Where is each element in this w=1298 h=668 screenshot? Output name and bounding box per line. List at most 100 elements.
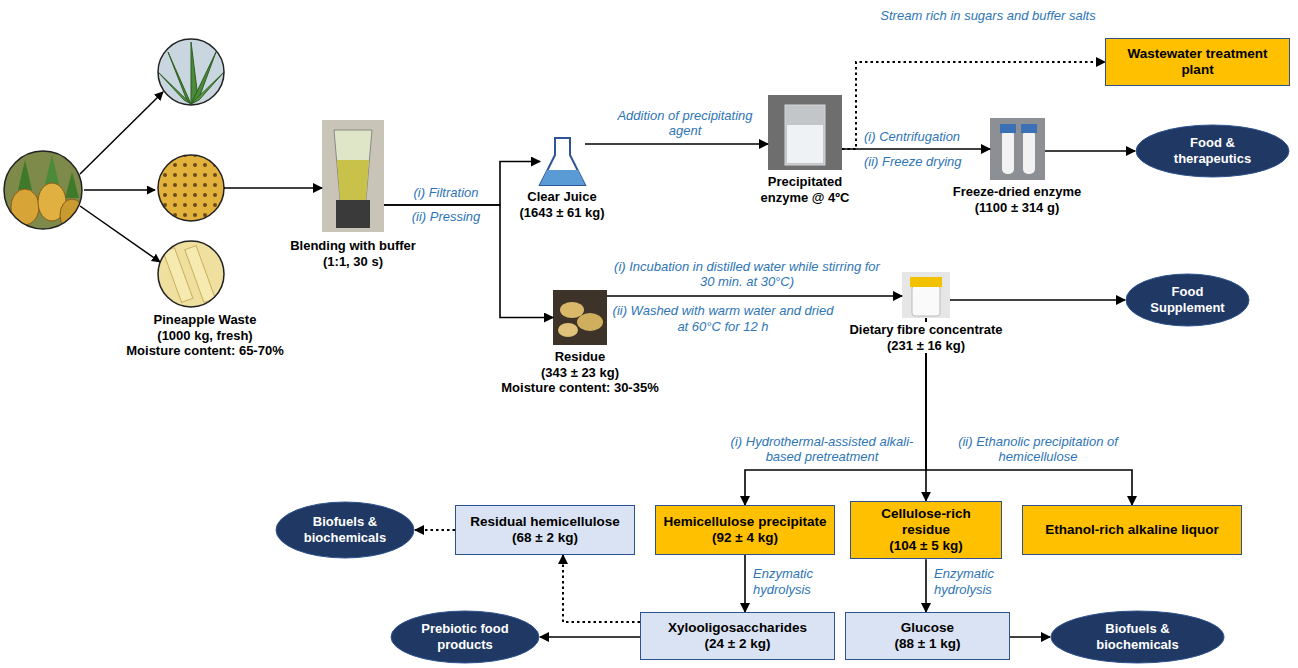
flow-arrow — [585, 143, 768, 145]
flow-arrow — [415, 529, 455, 531]
tubes-photo — [990, 118, 1045, 180]
flow-arrow — [1010, 636, 1050, 638]
caption-block: Residue(343 ± 23 kg)Moisture content: 30… — [487, 349, 673, 396]
node-text: Hemicellulose precipitate — [664, 514, 827, 530]
flow-arrow — [224, 187, 322, 189]
process-box: Hemicellulose precipitate(92 ± 4 kg) — [655, 505, 835, 555]
node-text: Prebiotic food products — [411, 621, 519, 652]
flow-arrow — [925, 559, 927, 612]
flow-arrow — [744, 555, 746, 612]
step-label: (ii) Washed with warm water and dried at… — [612, 303, 834, 334]
product-ellipse: Biofuels & biochemicals — [275, 501, 415, 559]
caption-block: Precipitated enzyme @ 4ºC — [749, 174, 861, 205]
text-block: Ethanol-rich alkaline liquor — [1023, 506, 1241, 554]
photo-node: Residue(343 ± 23 kg)Moisture content: 30… — [553, 290, 607, 345]
caption-text: (1643 ± 61 kg) — [506, 205, 618, 221]
node-text: (92 ± 4 kg) — [712, 530, 778, 546]
caption-text: (1000 kg, fresh) — [110, 328, 300, 344]
caption-block: Dietary fibre concentrate(231 ± 16 kg) — [833, 322, 1019, 353]
product-ellipse: Food & therapeutics — [1135, 124, 1290, 178]
flow-arrow — [607, 295, 902, 297]
text-block: Food & therapeutics — [1157, 124, 1269, 178]
caption-block: Pineapple Waste(1000 kg, fresh)Moisture … — [110, 312, 300, 359]
process-box: Glucose(88 ± 1 kg) — [845, 612, 1010, 660]
caption-text: (231 ± 16 kg) — [833, 338, 1019, 354]
node-text: Biofuels & biochemicals — [1075, 621, 1201, 652]
text-block: Xylooligosaccharides(24 ± 2 kg) — [641, 613, 834, 659]
ellipse-shape — [1126, 274, 1249, 326]
process-box: Ethanol-rich alkaline liquor — [1022, 505, 1242, 555]
step-label: (ii) Freeze drying — [864, 154, 986, 170]
process-box: Xylooligosaccharides(24 ± 2 kg) — [640, 612, 835, 660]
node-text: Glucose — [901, 620, 954, 636]
node-text: (68 ± 2 kg) — [512, 530, 578, 546]
caption-text: Pineapple Waste — [110, 312, 300, 328]
text-block: Food Supplement — [1143, 273, 1233, 327]
caption-text: Dietary fibre concentrate — [833, 322, 1019, 338]
flow-arrow — [842, 148, 990, 150]
caption-block: Blending with buffer (1:1, 30 s) — [287, 238, 419, 269]
text-block: Wastewater treatment plant — [1106, 39, 1289, 85]
image-node: Pineapple Waste(1000 kg, fresh)Moisture … — [158, 155, 224, 221]
product-ellipse: Prebiotic food products — [390, 610, 540, 664]
step-label: (i) Incubation in distilled water while … — [612, 259, 882, 290]
pineapple-photo — [4, 151, 84, 231]
step-label: (i) Hydrothermal-assisted alkali-based p… — [726, 434, 918, 465]
caption-text: (1100 ± 314 g) — [946, 200, 1088, 216]
product-ellipse: Biofuels & biochemicals — [1050, 610, 1225, 664]
step-label: (ii) Pressing — [398, 209, 494, 225]
process-box: Residual hemicellulose(68 ± 2 kg) — [455, 505, 635, 555]
text-block: Hemicellulose precipitate(92 ± 4 kg) — [656, 506, 834, 554]
flask-icon — [540, 138, 585, 185]
photo-node: Blending with buffer (1:1, 30 s) — [322, 120, 384, 232]
process-box: Cellulose-rich residue(104 ± 5 kg) — [850, 501, 1002, 560]
jar-photo — [902, 272, 950, 318]
text-block: Glucose(88 ± 1 kg) — [846, 613, 1009, 659]
node-text: Biofuels & biochemicals — [295, 514, 396, 545]
caption-text: Moisture content: 30-35% — [487, 380, 673, 396]
step-label: (ii) Ethanolic precipitation of hemicell… — [938, 434, 1138, 465]
node-text: (88 ± 1 kg) — [895, 636, 961, 652]
ellipse-shape — [1051, 611, 1224, 663]
core-photo — [158, 241, 224, 307]
text-block: Residual hemicellulose(68 ± 2 kg) — [456, 506, 634, 554]
flow-arrow — [950, 299, 1125, 301]
edge-label: Addition of precipitating agent — [606, 108, 764, 139]
caption-text: Blending with buffer (1:1, 30 s) — [287, 238, 419, 269]
split-arrows — [80, 92, 163, 262]
node-text: Ethanol-rich alkaline liquor — [1045, 522, 1218, 538]
node-text: Food Supplement — [1143, 284, 1233, 315]
node-text: Residual hemicellulose — [470, 514, 619, 530]
node-text: Xylooligosaccharides — [668, 620, 807, 636]
ellipse-shape — [391, 611, 539, 663]
peel-photo — [158, 155, 224, 221]
caption-text: (343 ± 23 kg) — [487, 365, 673, 381]
node-text: (24 ± 2 kg) — [705, 636, 771, 652]
blender-photo — [322, 120, 384, 232]
residue-photo — [553, 290, 607, 345]
caption-text: Freeze-dried enzyme — [946, 184, 1088, 200]
flow-arrow — [540, 636, 640, 638]
caption-text: Moisture content: 65-70% — [110, 343, 300, 359]
text-block: Prebiotic food products — [411, 610, 519, 664]
edge-label: Enzymatic hydrolysis — [934, 566, 1020, 597]
photo-node: Clear Juice(1643 ± 61 kg) — [540, 138, 585, 185]
flow-arrow — [563, 555, 640, 622]
precipitate-photo — [768, 95, 842, 170]
node-text: (104 ± 5 kg) — [889, 538, 962, 554]
node-text: Food & therapeutics — [1157, 135, 1269, 166]
flow-arrow — [842, 62, 1105, 149]
text-block: Cellulose-rich residue(104 ± 5 kg) — [851, 502, 1001, 559]
caption-text: Residue — [487, 349, 673, 365]
crown-photo — [158, 39, 224, 105]
ellipse-shape — [1136, 125, 1289, 177]
node-text: Wastewater treatment plant — [1112, 46, 1283, 78]
step-label: (i) Centrifugation — [864, 129, 986, 145]
flow-arrow — [1045, 150, 1135, 152]
edge-label: Stream rich in sugars and buffer salts — [878, 8, 1098, 24]
text-block: Biofuels & biochemicals — [295, 501, 396, 559]
ellipse-shape — [276, 502, 414, 558]
photo-node: Dietary fibre concentrate(231 ± 16 kg) — [902, 272, 950, 318]
photo-node: Freeze-dried enzyme(1100 ± 314 g) — [990, 118, 1045, 180]
